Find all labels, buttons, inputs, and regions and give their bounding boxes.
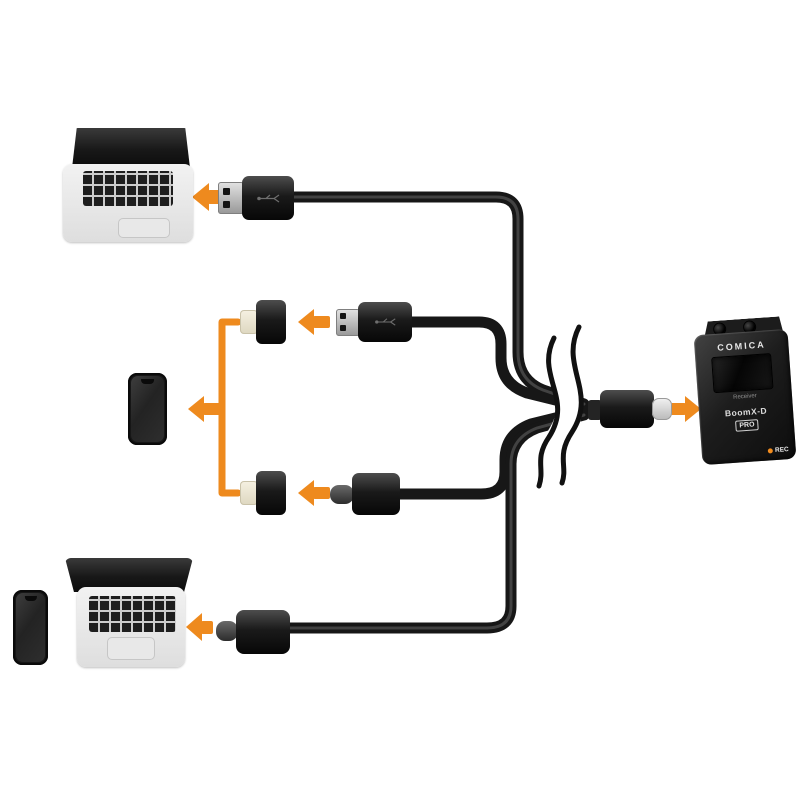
- laptop-keyboard: [89, 596, 176, 632]
- arrow-right-icon-receiver: [670, 396, 701, 422]
- phone-middle: [128, 373, 167, 445]
- usb-c-plug-body: [352, 473, 400, 515]
- arrow-left-icon-row3: [298, 480, 330, 506]
- usb-c-plug-body: [236, 610, 290, 654]
- laptop-bottom: [77, 587, 185, 667]
- cable-row2: [402, 316, 590, 413]
- lightning-tip: [240, 481, 258, 505]
- phone-notch: [140, 379, 155, 384]
- phone-bottom: [13, 590, 48, 665]
- laptop-lid: [65, 558, 193, 592]
- cable-row1: [284, 191, 590, 410]
- usb-c-metal-tip: [652, 398, 672, 420]
- phone-screen: [16, 593, 45, 662]
- cable-break-mask: [536, 317, 583, 501]
- usb-a-metal-tip: [218, 182, 244, 214]
- receiver-device: COMICA Receiver BoomX-D PRO REC: [693, 328, 797, 466]
- cable-row1-sheen: [288, 195, 586, 406]
- lightning-adapter-body: [256, 471, 286, 515]
- arrow-left-icon-phone: [188, 396, 223, 422]
- lightning-adapter-row2: [240, 300, 286, 344]
- adapter-bracket-line: [218, 318, 242, 497]
- laptop-trackpad: [118, 218, 170, 238]
- receiver-label: Receiver: [732, 393, 758, 401]
- rec-dot-icon: [767, 448, 774, 454]
- usb-a-plug-body: [358, 302, 412, 342]
- usb-c-metal-tip: [330, 485, 354, 504]
- lightning-tip: [240, 310, 258, 334]
- receiver-screen: [712, 354, 773, 393]
- usb-c-plug-body: [600, 390, 654, 428]
- lightning-adapter-body: [256, 300, 286, 344]
- cable-break-right-squiggle: [559, 324, 584, 486]
- cable-row4: [278, 409, 590, 634]
- usb-contact: [340, 325, 346, 331]
- phone-screen: [131, 376, 164, 442]
- usb-a-metal-tip: [336, 309, 360, 336]
- usb-c-plug-row3: [330, 473, 400, 515]
- usb-contact: [223, 201, 230, 208]
- laptop-trackpad: [107, 637, 155, 660]
- usb-c-plug-output: [588, 388, 672, 430]
- arrow-left-icon-row2: [298, 309, 330, 335]
- phone-notch: [24, 596, 37, 601]
- receiver-brand: COMICA: [716, 339, 766, 353]
- lightning-adapter-row3: [240, 471, 286, 515]
- usb-trident-icon: [257, 194, 280, 203]
- cable-collar: [588, 400, 602, 420]
- usb-trident-icon: [375, 318, 396, 326]
- cable-row3: [390, 405, 590, 500]
- usb-contact: [223, 188, 230, 195]
- usb-contact: [340, 313, 346, 319]
- cable-break-left-squiggle: [536, 335, 561, 489]
- laptop-lid: [72, 128, 190, 168]
- arrow-left-icon-row4: [186, 613, 213, 641]
- usb-c-plug-row4: [216, 610, 290, 654]
- receiver-model: BoomX-D: [724, 405, 768, 419]
- usb-a-plug-row2: [336, 302, 412, 342]
- usb-a-plug-body: [242, 176, 294, 220]
- receiver-front-face: COMICA Receiver BoomX-D PRO REC: [693, 328, 797, 466]
- cable-row4-sheen: [282, 413, 586, 630]
- rec-label: REC: [774, 446, 790, 455]
- usb-c-metal-tip: [216, 621, 238, 641]
- laptop-keyboard: [83, 171, 173, 206]
- receiver-model-badge: PRO: [735, 419, 759, 432]
- laptop-top: [63, 164, 193, 242]
- usb-a-plug-row1: [218, 176, 294, 220]
- receiver-rec-indicator: REC: [767, 446, 790, 455]
